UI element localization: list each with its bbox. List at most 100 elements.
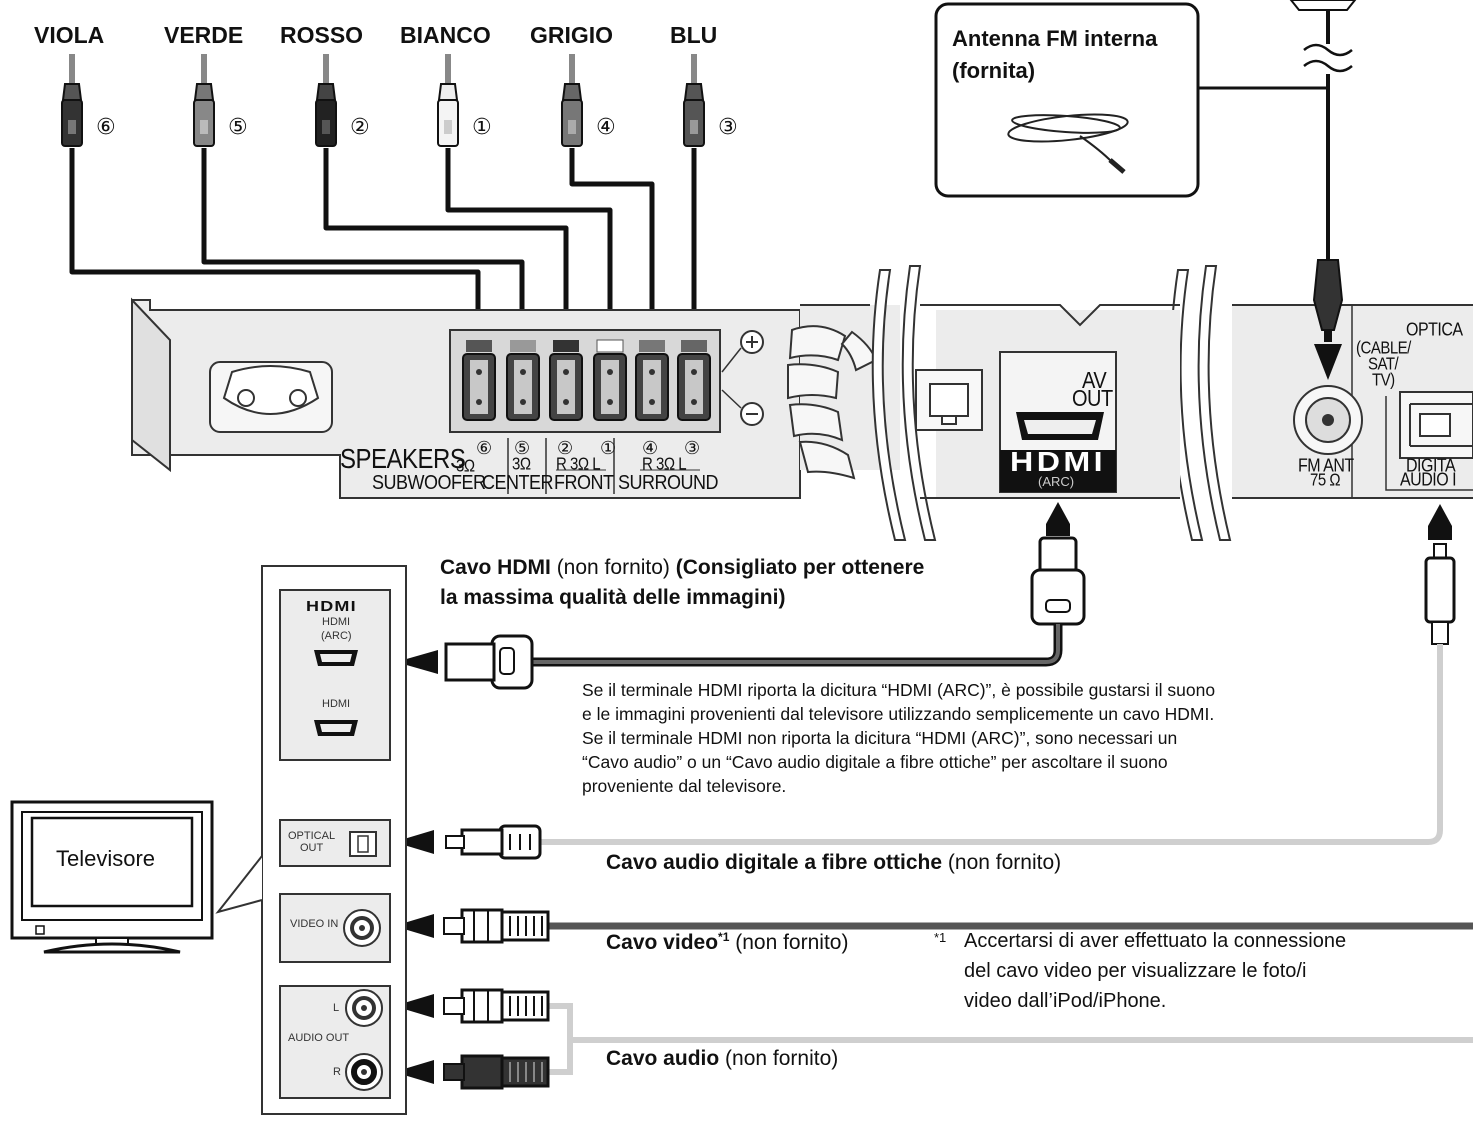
- wire-bianco: [445, 148, 613, 318]
- plug-number-3: ③: [718, 114, 738, 139]
- tv-optical-1: OPTICAL: [288, 830, 336, 842]
- plug-number-4: ④: [596, 114, 616, 139]
- hdmi-note-5: proveniente dal televisore.: [582, 776, 787, 796]
- tv-audio-r-label: R: [333, 1066, 341, 1078]
- plug-blu: [683, 54, 705, 147]
- main-unit-panel: [131, 297, 801, 499]
- center-label: CENTER: [482, 470, 554, 494]
- audio-cable-caption: Cavo audio (non fornito): [606, 1047, 838, 1071]
- wire-grigio: [569, 148, 655, 318]
- hdmi-cable: [396, 502, 1086, 690]
- tv-audio-out-label: AUDIO OUT: [288, 1032, 350, 1044]
- hdmi-cable-caption: Cavo HDMI (non fornito) (Consigliato per…: [440, 556, 924, 580]
- audio-caption-normal: (non fornito): [719, 1047, 839, 1070]
- antenna-box: [934, 2, 1328, 198]
- video-cable-caption: Cavo video*1 (non fornito): [606, 930, 848, 955]
- speaker-wires: [69, 148, 697, 318]
- term-num-4: ④: [642, 438, 659, 458]
- tv-hdmi-plain: HDMI: [322, 698, 351, 710]
- hdmi-note-2: e le immagini provenienti dal televisore…: [582, 704, 1215, 724]
- subwoofer-label: SUBWOOFER: [372, 470, 486, 494]
- wire-viola: [69, 148, 481, 318]
- optical-cable-caption: Cavo audio digitale a fibre ottiche (non…: [606, 851, 1061, 875]
- hdmi-note-1: Se il terminale HDMI riporta la dicitura…: [582, 680, 1216, 700]
- term-num-5: ⑤: [514, 438, 531, 458]
- audio-caption-bold: Cavo audio: [606, 1047, 720, 1070]
- tv-hdmi-arc-2: (ARC): [321, 630, 352, 642]
- optical-cable: [394, 504, 1456, 860]
- optical-label: OPTICA: [1406, 320, 1463, 341]
- speaker-terminals: [462, 339, 711, 421]
- cable-sat-tv-3: TV): [1372, 370, 1395, 391]
- tv-optical-2: OUT: [300, 842, 324, 854]
- wire-rosso: [323, 148, 569, 318]
- hdmi-note-3: Se il terminale HDMI non riporta la dici…: [582, 728, 1178, 748]
- hdmi-caption-bold: Cavo HDMI: [440, 556, 551, 579]
- surround-imp: R 3Ω L: [642, 454, 687, 475]
- fm-ant-label: FM ANT: [1298, 456, 1354, 477]
- audio-cable: [394, 988, 1473, 1090]
- cable-sat-tv-2: SAT/: [1368, 354, 1399, 375]
- surround-label: SURROUND: [618, 470, 719, 494]
- video-cable: [394, 908, 1473, 944]
- television-icon: [10, 800, 214, 954]
- center-imp: 3Ω: [512, 454, 531, 475]
- plug-grigio: [561, 54, 583, 147]
- color-label-viola: VIOLA: [34, 22, 105, 48]
- footnote-line-2: del cavo video per visualizzare le foto/…: [964, 960, 1307, 982]
- plug-number-5: ⑤: [228, 114, 248, 139]
- hdmi-caption-bold2: (Consigliato per ottenere: [675, 556, 925, 579]
- digital-audio-1: DIGITA: [1406, 456, 1456, 477]
- term-num-3: ③: [684, 438, 701, 458]
- color-label-blu: BLU: [670, 22, 718, 48]
- plug-number-2: ②: [350, 114, 370, 139]
- optical-caption-bold: Cavo audio digitale a fibre ottiche: [606, 851, 943, 874]
- television-label: Televisore: [56, 846, 156, 871]
- plug-number-1: ①: [472, 114, 492, 139]
- term-num-2: ②: [557, 438, 574, 458]
- tv-audio-l-label: L: [333, 1002, 340, 1014]
- footnote-mark: *1: [934, 930, 947, 945]
- antenna-subtitle: (fornita): [952, 58, 1036, 83]
- digital-audio-2: AUDIO I: [1400, 470, 1457, 491]
- sub-imp: 3Ω: [456, 456, 475, 477]
- term-num-1: ①: [600, 438, 617, 458]
- plug-verde: [193, 54, 215, 147]
- plug-bianco: [437, 54, 459, 147]
- wire-verde: [201, 148, 525, 318]
- antenna-cable: [1289, 0, 1357, 380]
- tv-hdmi-logo: HDMI: [306, 598, 357, 615]
- video-caption-sup: *1: [718, 930, 730, 944]
- hdmi-caption-line2: la massima qualità delle immagini): [440, 586, 786, 609]
- footnote-line-1: Accertarsi di aver effettuato la conness…: [964, 930, 1347, 952]
- video-caption-normal: (non fornito): [729, 931, 849, 954]
- color-label-bianco: BIANCO: [400, 22, 491, 48]
- tv-video-in-label: VIDEO IN: [290, 918, 339, 930]
- tv-panel: [215, 565, 407, 1115]
- plug-number-6: ⑥: [96, 114, 116, 139]
- plug-viola: [61, 54, 83, 147]
- fm-optical-section: [1232, 304, 1473, 499]
- color-label-verde: VERDE: [164, 22, 244, 48]
- video-caption-bold: Cavo video: [606, 931, 719, 954]
- cable-sat-tv-1: (CABLE/: [1356, 338, 1411, 359]
- front-imp: R 3Ω L: [556, 454, 601, 475]
- unit-hdmi-logo: HDMI: [1010, 446, 1107, 477]
- term-num-6: ⑥: [476, 438, 493, 458]
- hdmi-section: [915, 304, 1180, 499]
- color-label-grigio: GRIGIO: [530, 22, 614, 48]
- color-label-rosso: ROSSO: [280, 22, 364, 48]
- optical-caption-normal: (non fornito): [942, 851, 1062, 874]
- antenna-wire-icon: [1007, 113, 1129, 174]
- av-out-line1: AV: [1082, 368, 1107, 394]
- hdmi-note-4: “Cavo audio” o un “Cavo audio digitale a…: [582, 752, 1168, 772]
- plug-rosso: [315, 54, 337, 147]
- unit-hdmi-arc: (ARC): [1038, 474, 1075, 489]
- antenna-title: Antenna FM interna: [952, 26, 1158, 51]
- hdmi-caption-normal: (non fornito): [550, 556, 676, 579]
- speakers-title: SPEAKERS: [340, 443, 466, 475]
- av-out-line2: OUT: [1072, 386, 1113, 412]
- tv-hdmi-arc-1: HDMI: [322, 616, 351, 628]
- fm-ohm-label: 75 Ω: [1310, 470, 1341, 491]
